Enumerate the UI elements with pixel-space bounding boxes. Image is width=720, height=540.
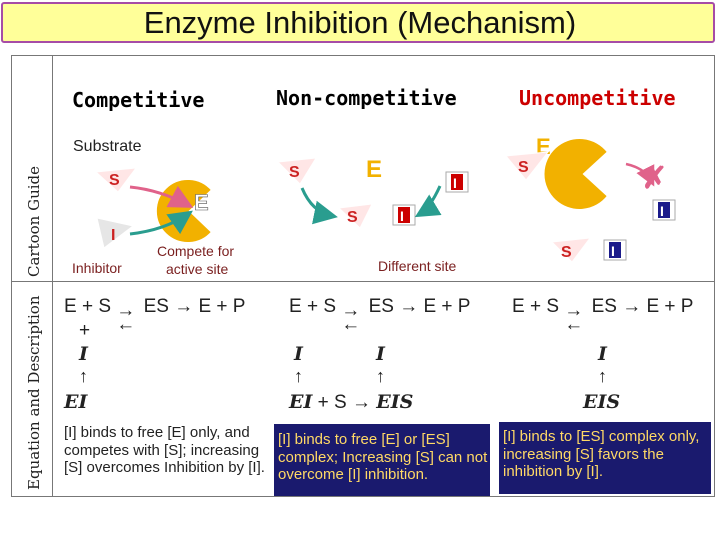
substrate-shape-competitive xyxy=(94,167,138,193)
heading-noncompetitive: Non-competitive xyxy=(276,86,457,110)
inhibitor-label-uncompetitive-bound: I xyxy=(611,243,615,259)
inhibitor-label-competitive: I xyxy=(111,227,115,244)
inhibitor-shape-competitive xyxy=(96,217,135,249)
arrow-left-icon: ← xyxy=(116,314,136,335)
eq-inhibitor: I xyxy=(598,343,607,365)
page-title: Enzyme Inhibition (Mechanism) xyxy=(143,5,577,40)
side-label-divider xyxy=(52,55,53,497)
substrate-arrow-competitive xyxy=(129,185,194,208)
arrow-left-icon: ← xyxy=(341,314,361,335)
eq-products: E + P xyxy=(423,296,471,317)
substrate-label-noncompetitive-bound: S xyxy=(347,209,358,226)
substrate-shape-uncompetitive-bound xyxy=(550,237,592,263)
eq-inhibitor-right: I xyxy=(376,343,385,365)
eq-reactants: E + S xyxy=(64,296,111,317)
substrate-shape-noncompetitive xyxy=(276,157,317,185)
inhibitor-arrow-uncompetitive xyxy=(625,162,655,187)
description-band-uncompetitive xyxy=(499,422,711,494)
eq-complex: ES xyxy=(591,296,617,317)
compete-caption-line2: active site xyxy=(166,261,229,277)
equation-competitive: E + S → ← ES → E + P xyxy=(64,296,246,335)
substrate-label-uncompetitive-bound: S xyxy=(561,244,572,261)
arrow-right-icon: → xyxy=(341,300,361,321)
arrow-left-icon: ← xyxy=(564,314,584,335)
inhibitor-arrow-noncompetitive xyxy=(414,185,442,218)
arrow-right-icon: → xyxy=(564,300,584,321)
equation-noncompetitive: E + S → ← ES → E + P xyxy=(289,296,471,335)
substrate-caption: Substrate xyxy=(73,138,142,155)
substrate-shape-noncompetitive-bound xyxy=(337,203,373,229)
enzyme-shape-uncompetitive xyxy=(542,137,610,211)
inhibitor-caption: Inhibitor xyxy=(72,260,122,276)
cross-icon: ✗ xyxy=(642,162,667,195)
enzyme-label-noncompetitive: E xyxy=(366,156,382,183)
description-competitive: [I] binds to free [E] only, and competes… xyxy=(64,424,265,476)
eq-eis-complex: EIS xyxy=(583,391,621,413)
description-uncompetitive: [I] binds to [ES] complex only, increasi… xyxy=(503,428,700,480)
arrow-right-icon: → xyxy=(399,296,419,317)
substrate-label-competitive: S xyxy=(109,172,120,189)
arrow-up-icon: ↑ xyxy=(294,366,303,386)
arrow-right-icon: → xyxy=(116,300,136,321)
eq-products: E + P xyxy=(646,296,694,317)
arrow-right-icon: → xyxy=(622,296,642,317)
eq-complex: ES xyxy=(368,296,394,317)
eq-reactants: E + S xyxy=(512,296,559,317)
different-site-caption: Different site xyxy=(378,258,457,274)
inhibitor-label-uncompetitive-free: I xyxy=(660,203,664,219)
eq-inhibitor: I xyxy=(79,343,88,365)
row-divider xyxy=(11,281,715,282)
eq-ei-complex: EI xyxy=(289,391,313,413)
eq-plus: + xyxy=(79,320,91,341)
content-frame xyxy=(11,55,715,497)
arrow-up-icon: ↑ xyxy=(598,366,607,386)
enzyme-label-competitive: E xyxy=(194,190,209,215)
equation-uncompetitive: E + S → ← ES → E + P xyxy=(512,296,694,335)
eq-products: E + P xyxy=(198,296,246,317)
eq-reactants: E + S xyxy=(289,296,336,317)
arrow-right-icon: → xyxy=(352,392,371,413)
heading-uncompetitive: Uncompetitive xyxy=(519,86,676,110)
substrate-label-noncompetitive: S xyxy=(289,164,300,181)
substrate-label-uncompetitive: S xyxy=(518,159,529,176)
eq-complex: ES xyxy=(143,296,169,317)
eq-inhibitor-left: I xyxy=(294,343,303,365)
arrow-right-icon: → xyxy=(174,296,194,317)
equation-noncompetitive-lower: EI + S → EIS xyxy=(289,391,413,414)
heading-competitive: Competitive xyxy=(72,88,205,112)
substrate-shape-uncompetitive xyxy=(505,151,550,181)
compete-caption-line1: Compete for xyxy=(157,243,235,259)
eq-eis-complex: EIS xyxy=(376,391,414,413)
substrate-arrow-noncompetitive xyxy=(300,187,338,225)
inhibitor-label-noncompetitive-free: I xyxy=(453,175,457,191)
arrow-up-icon: ↑ xyxy=(79,366,88,386)
eq-plus-substrate: + S xyxy=(317,392,347,413)
inhibitor-arrow-competitive xyxy=(129,210,193,236)
description-noncompetitive: [I] binds to free [E] or [ES] complex; I… xyxy=(278,431,488,483)
eq-ei-complex: EI xyxy=(64,391,88,413)
title-banner xyxy=(1,2,715,43)
description-band-noncompetitive xyxy=(274,424,490,496)
arrow-up-icon: ↑ xyxy=(376,366,385,386)
inhibitor-label-noncompetitive-bound: I xyxy=(400,208,404,224)
